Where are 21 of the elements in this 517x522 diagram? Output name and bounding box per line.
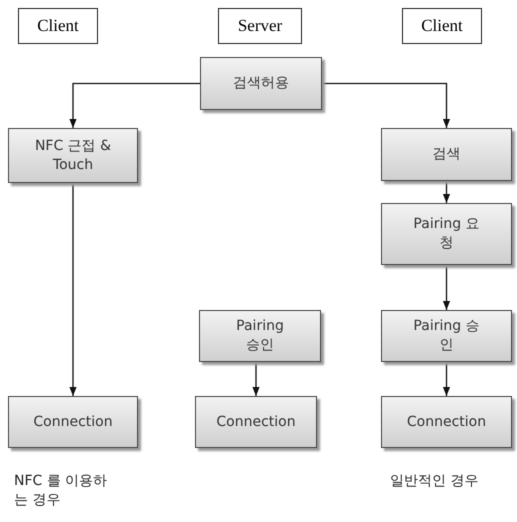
process-box: 검색: [381, 128, 512, 181]
process-box: NFC 근접 & Touch: [8, 128, 138, 183]
process-box: Connection: [195, 396, 317, 448]
column-header-box: Server: [218, 8, 302, 44]
arrow: [442, 265, 450, 310]
arrow: [442, 181, 450, 203]
process-box: Connection: [381, 396, 512, 448]
note-text: 일반적인 경우: [390, 472, 480, 491]
process-box: 검색허용: [200, 57, 322, 110]
process-box: Pairing 승인: [199, 310, 321, 362]
column-header-box: Client: [18, 8, 98, 44]
process-box: Connection: [8, 396, 138, 448]
arrow: [322, 82, 450, 128]
process-box: Pairing 요청: [381, 203, 512, 265]
note-text: NFC 를 이용하는 경우: [14, 472, 108, 510]
arrow: [442, 362, 450, 396]
arrow: [69, 183, 77, 396]
process-box: Pairing 승인: [381, 310, 512, 362]
arrow: [69, 82, 200, 128]
arrow: [252, 362, 260, 396]
column-header-box: Client: [402, 8, 482, 44]
